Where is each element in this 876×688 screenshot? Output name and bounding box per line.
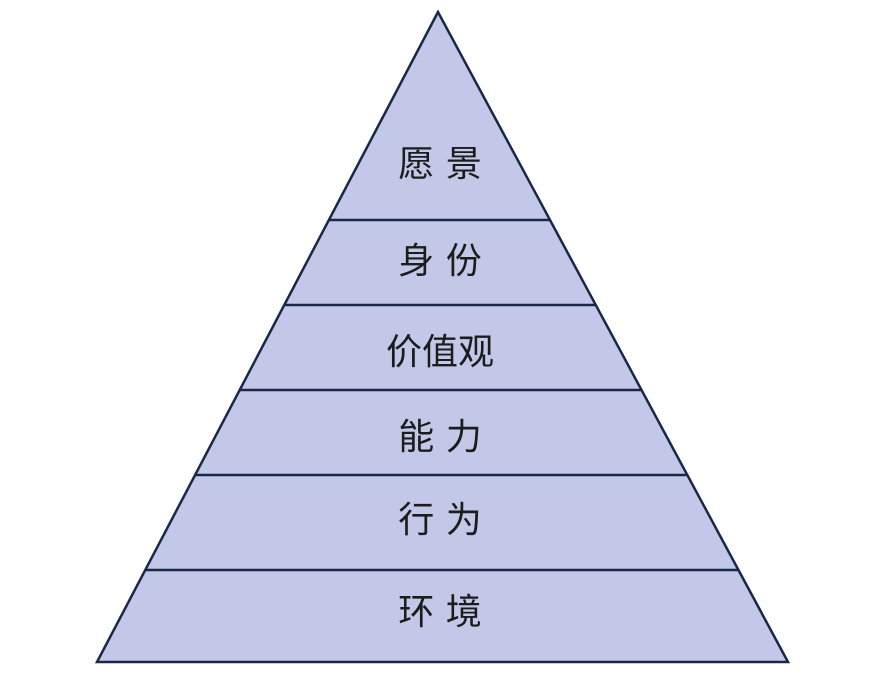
level-label-environment: 环 境 xyxy=(398,592,481,633)
pyramid-triangle xyxy=(94,9,791,664)
level-label-identity: 身 份 xyxy=(398,241,481,282)
level-label-behavior: 行 为 xyxy=(398,500,481,541)
level-label-values: 价值观 xyxy=(386,332,494,373)
level-label-vision: 愿 景 xyxy=(398,144,481,185)
level-label-capability: 能 力 xyxy=(398,417,481,458)
